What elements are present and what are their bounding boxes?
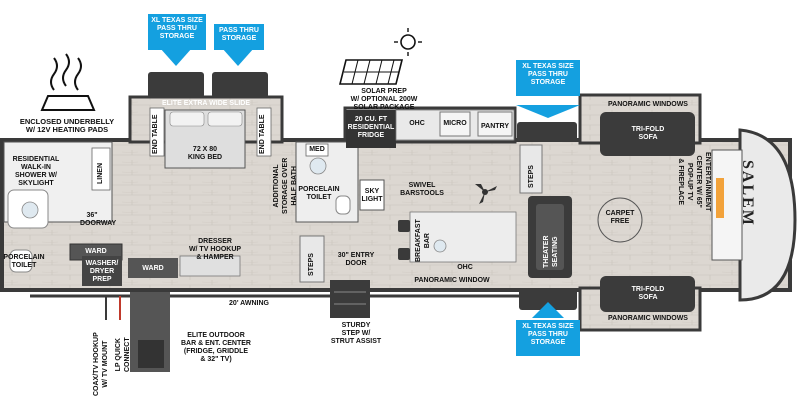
king-bed-label: 72 X 80 KING BED [187,146,223,161]
linen-closet [91,147,111,191]
micro-label: MICRO [443,120,467,127]
ceiling-fan-icon [475,184,497,204]
storage-box-top-right [517,122,577,142]
steps-mid-label: STEPS [308,253,315,276]
sofa-bottom [600,276,695,312]
callout-top-left-storage: XL TEXAS SIZE PASS THRU STORAGE [148,14,206,50]
doorway-label: 36" DOORWAY [80,212,117,227]
solar-label: SOLAR PREP W/ OPTIONAL 200W SOLAR PACKAG… [350,88,418,111]
awning-label: 20' AWNING [229,300,269,307]
solar-panel-icon [338,28,422,85]
end-table-left-shape [149,107,165,157]
sturdy-step-label: STURDY STEP W/ STRUT ASSIST [330,322,382,345]
med-label: MED [309,146,325,153]
ward-left-label: WARD [85,248,107,255]
trifold-bottom-label: TRI-FOLD SOFA [631,286,665,301]
fridge-label: 20 CU. FT RESIDENTIAL FRIDGE [347,116,395,139]
steps-right-shape [519,144,543,194]
outdoor-label: ELITE OUTDOOR BAR & ENT. CENTER (FRIDGE,… [180,332,251,363]
kitchen-sink [433,239,447,253]
end-table-left-label: END TABLE [152,114,159,154]
microwave-shape [439,111,471,137]
stool-1 [398,220,410,232]
shower-label: RESIDENTIAL WALK-IN SHOWER W/ SKYLIGHT [12,156,60,187]
callout-bottom-storage: XL TEXAS SIZE PASS THRU STORAGE [516,320,580,356]
end-table-right-shape [256,107,272,157]
callout-top-right-storage: XL TEXAS SIZE PASS THRU STORAGE [516,60,580,96]
arrow-down-icon [160,48,580,318]
dresser-shape [179,255,241,277]
heat-waves-icon [40,53,96,111]
stool-2 [398,248,410,260]
linen-label: LINEN [97,163,104,184]
panoramic-windows-bottom-label: PANORAMIC WINDOWS [608,315,688,322]
coax-label: COAX/TV HOOKUP W/ TV MOUNT [93,332,109,396]
breakfast-bar-shape [409,211,517,263]
fireplace-glow [716,178,724,218]
elite-slide-label: ELITE EXTRA WIDE SLIDE [161,100,251,107]
brand-logo: SALEM [739,160,756,227]
ward-right-label: WARD [142,265,164,272]
storage-box-top-left [148,72,204,98]
ohc-top-label: OHC [409,120,425,127]
half-bath-sink [309,157,327,175]
panoramic-window-bottom-label: PANORAMIC WINDOW [414,277,490,284]
ohc-bottom-label: OHC [457,264,473,271]
carpet-free-badge [597,197,643,243]
entertainment-label: ENTERTAINMENT CENTER W/ 65" POP-UP TV & … [677,152,711,212]
washer-shape [82,256,122,286]
toilet-mid-shape [335,195,351,215]
lp-label: LP QUICK CONNECT [115,337,131,372]
porcelain-toilet-left-shape [9,249,33,273]
sink-left [21,201,39,219]
front-cap [738,128,797,302]
heating-pads-label: ENCLOSED UNDERBELLY W/ 12V HEATING PADS [19,117,115,134]
panoramic-windows-top-label: PANORAMIC WINDOWS [608,101,688,108]
pantry-shape [477,111,513,137]
skylight-label: SKY LIGHT [361,188,383,203]
pillow-right [207,111,243,127]
theater-label: THEATER SEATING [543,235,559,268]
outdoor-center-inner [138,340,164,368]
swivel-label: SWIVEL BARSTOOLS [400,182,444,197]
callout-top-pass-thru: PASS THRU STORAGE [214,24,264,50]
porcelain-toilet-left-label: PORCELAIN TOILET [3,254,45,269]
entry-step [330,280,370,318]
washer-dryer-label: WASHER/ DRYER PREP [85,260,119,283]
theater-seat-inner [536,204,564,270]
porcelain-toilet-mid-label: PORCELAIN TOILET [298,186,340,201]
dresser-label: DRESSER W/ TV HOOKUP & HAMPER [188,238,242,261]
end-table-right-label: END TABLE [259,114,266,154]
steps-mid-shape [299,235,325,283]
ward-right-shape [128,258,178,278]
pillow-left [169,111,205,127]
skylight-shape [359,179,385,211]
med-cabinet [305,143,329,157]
half-bath-label: ADDITIONAL STORAGE OVER HALF BATH [273,157,298,214]
fridge-shape [346,110,396,148]
breakfast-bar-label: BREAKFAST BAR [415,219,431,262]
steps-right-label: STEPS [528,165,535,188]
trifold-top-label: TRI-FOLD SOFA [631,126,665,141]
pantry-label: PANTRY [481,123,509,130]
storage-box-top-mid [212,72,268,98]
entry-door-label: 30" ENTRY DOOR [337,252,375,267]
storage-box-bottom [519,288,577,310]
carpet-free-label: CARPET FREE [605,210,635,225]
sofa-top [600,112,695,156]
